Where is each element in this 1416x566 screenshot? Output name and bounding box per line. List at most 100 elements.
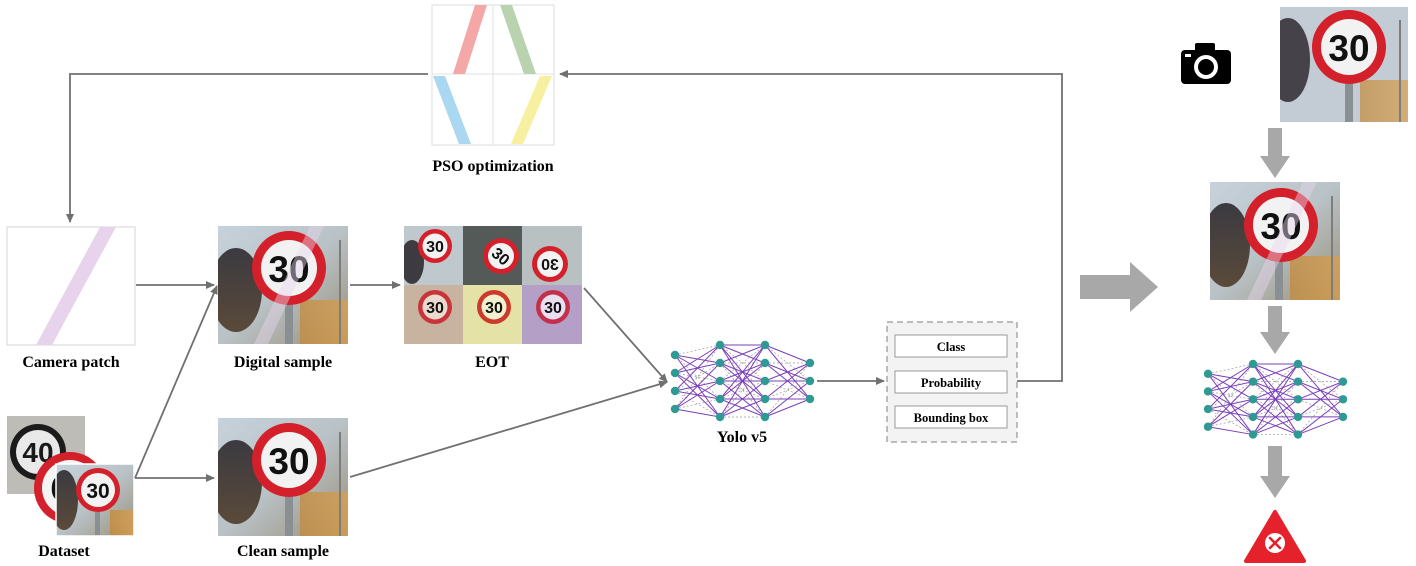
- pso-label: PSO optimization: [432, 158, 553, 175]
- network-edge: [674, 380, 721, 410]
- sign-number: 30: [541, 257, 559, 274]
- patched-sign-photo: 30: [1210, 182, 1340, 300]
- network-node: [670, 404, 680, 414]
- output-box: Class Probability Bounding box: [886, 321, 1018, 443]
- arrow-clean-to-yolo: [349, 380, 668, 478]
- camera-patch-image: [6, 226, 136, 346]
- network-edge: [719, 380, 766, 418]
- network-node: [1338, 377, 1348, 386]
- network-edge: [1207, 408, 1254, 435]
- down-arrow: [1260, 446, 1290, 498]
- eot-label: EOT: [475, 354, 509, 371]
- network-node: [1203, 387, 1213, 396]
- network-node: [1203, 422, 1213, 431]
- network-edge: [674, 362, 721, 392]
- network-node: [760, 412, 770, 422]
- network-edge: [1252, 398, 1299, 435]
- arrows: [66, 70, 1063, 482]
- digital-sample-label: Digital sample: [234, 354, 332, 371]
- network-edge: [1252, 381, 1299, 435]
- network-edge: [1207, 363, 1254, 375]
- yolo-network: [670, 340, 815, 422]
- network-edge: [1297, 416, 1344, 436]
- network-edge: [1252, 381, 1299, 435]
- network-node: [715, 376, 725, 386]
- network-edge: [1207, 363, 1254, 410]
- network-edge: [719, 398, 766, 418]
- network-node: [715, 358, 725, 368]
- network-edge: [1252, 363, 1299, 400]
- network-node: [1248, 430, 1258, 439]
- network-edge: [1252, 363, 1299, 418]
- network-node: [670, 368, 680, 378]
- camera-icon: [1181, 43, 1231, 84]
- big-right-arrow: [1080, 262, 1158, 312]
- network-edge: [674, 408, 721, 418]
- yolo-label: Yolo v5: [717, 429, 767, 446]
- network-edge: [719, 344, 766, 382]
- clean-sample-label: Clean sample: [237, 543, 329, 560]
- network-node: [760, 358, 770, 368]
- yolo-network-right: [1203, 359, 1348, 439]
- sign-number: 30: [1328, 28, 1369, 69]
- network-node: [760, 394, 770, 404]
- output-class: Class: [937, 340, 966, 354]
- network-node: [805, 358, 815, 368]
- network-edge: [1297, 398, 1344, 435]
- network-edge: [1207, 426, 1254, 436]
- sign-number: 30: [1260, 206, 1301, 247]
- physical-sign-photo: 30: [1280, 7, 1408, 122]
- down-arrow: [1260, 306, 1290, 354]
- network-node: [1293, 377, 1303, 386]
- network-edge: [1297, 398, 1344, 418]
- sign-number: 30: [426, 300, 444, 317]
- network-edge: [1297, 381, 1344, 435]
- sign-number: 30: [268, 249, 309, 290]
- network-node: [1293, 430, 1303, 439]
- network-edge: [1252, 363, 1299, 435]
- network-node: [715, 412, 725, 422]
- network-edge: [1207, 381, 1254, 410]
- network-node: [1338, 412, 1348, 422]
- network-node: [715, 394, 725, 404]
- arrow-pso-to-patch: [66, 73, 428, 223]
- network-node: [670, 350, 680, 360]
- network-edge: [674, 362, 721, 410]
- network-node: [805, 394, 815, 404]
- network-node: [1293, 412, 1303, 422]
- network-node: [1248, 395, 1258, 404]
- network-node: [1248, 412, 1258, 422]
- network-node: [1293, 395, 1303, 404]
- sign-number: 30: [544, 300, 562, 317]
- network-node: [760, 376, 770, 386]
- network-edge: [1252, 398, 1299, 418]
- sign-number: 30: [426, 239, 444, 256]
- network-node: [1338, 395, 1348, 404]
- network-edge: [1207, 398, 1254, 428]
- dataset-images: 40 6 30: [7, 416, 135, 537]
- sign-number: 30: [268, 441, 309, 482]
- network-edge: [674, 390, 721, 418]
- network-edge: [674, 344, 721, 392]
- network-edge: [1252, 363, 1299, 383]
- network-node: [760, 340, 770, 350]
- pso-patch-image: [431, 4, 555, 146]
- network-edge: [719, 344, 766, 400]
- network-edge: [674, 354, 721, 400]
- network-edge: [1297, 363, 1344, 383]
- network-edge: [1297, 381, 1344, 400]
- network-edge: [764, 362, 811, 400]
- network-node: [1248, 377, 1258, 386]
- network-edge: [764, 344, 811, 382]
- fail-warning-icon: [1244, 510, 1306, 563]
- clean-sample-image: 30: [218, 418, 348, 536]
- output-probability: Probability: [921, 376, 982, 390]
- network-edge: [764, 380, 811, 418]
- network-edge: [1297, 381, 1344, 418]
- network-edge: [764, 380, 811, 400]
- sign-number: 30: [485, 300, 503, 317]
- sign-number: 30: [86, 480, 109, 503]
- camera-patch-label: Camera patch: [22, 354, 119, 371]
- network-node: [670, 386, 680, 396]
